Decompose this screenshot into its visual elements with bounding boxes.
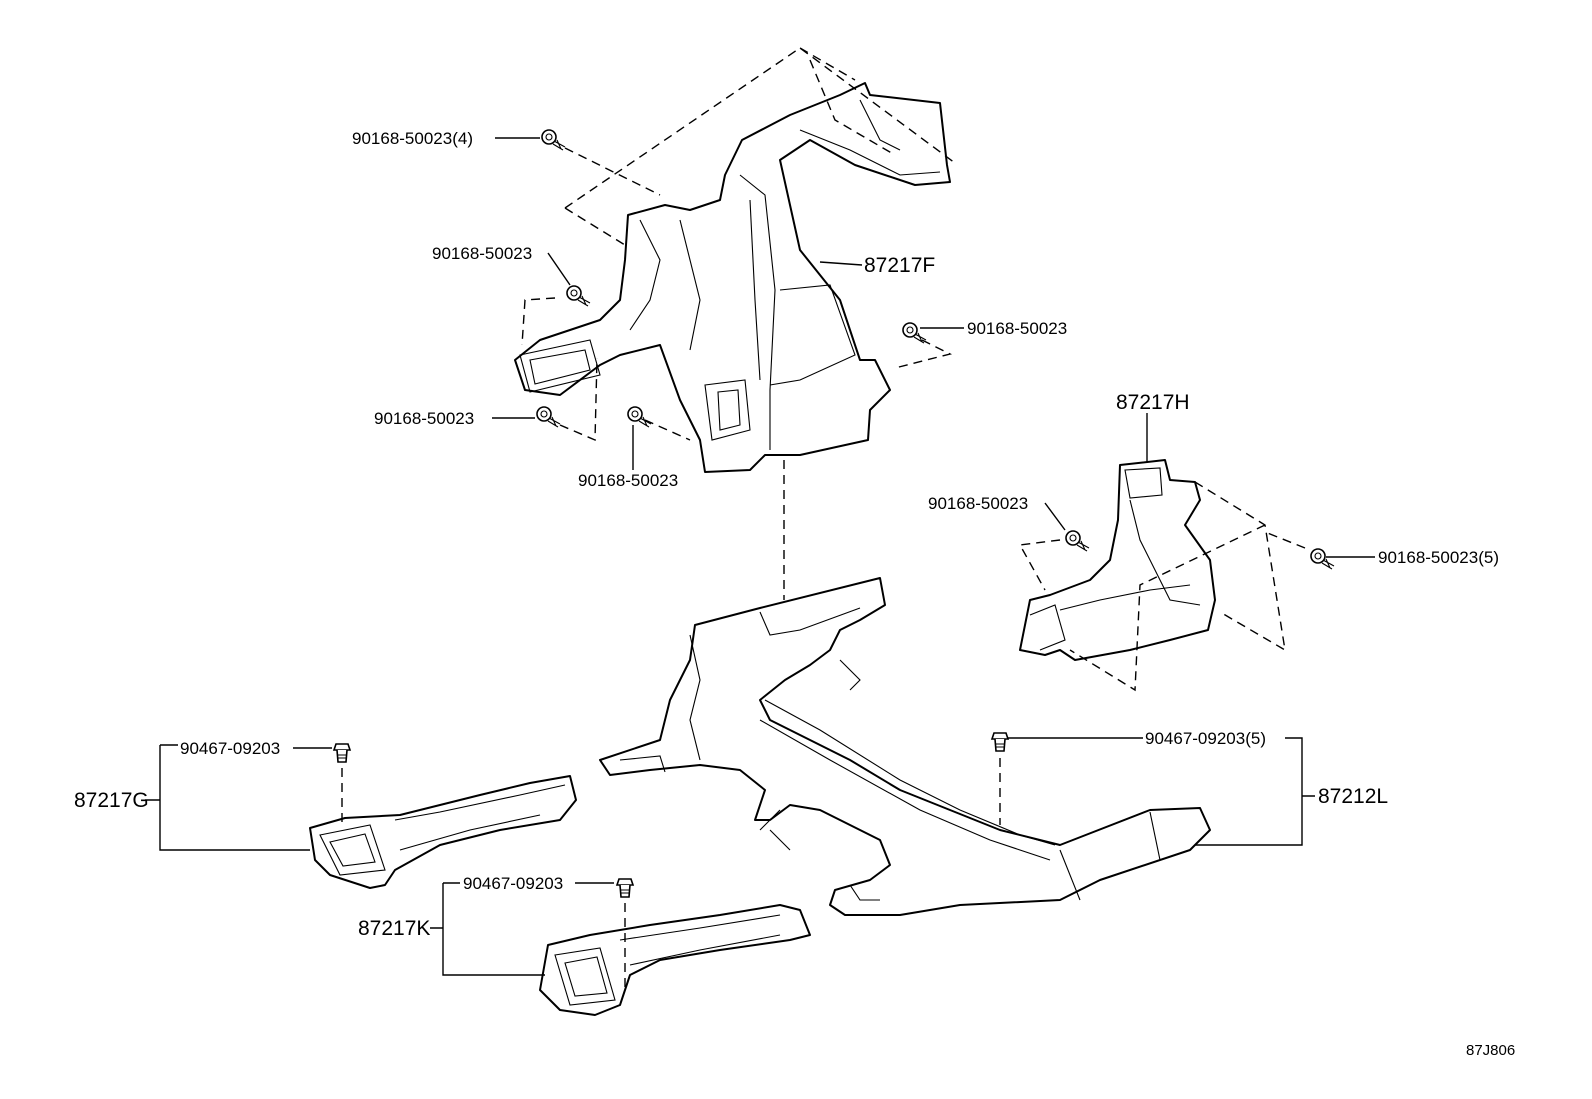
screw-icon [627,406,652,428]
left-duct-87217G [309,775,577,889]
label-screw-bottom: 90168-50023 [578,471,678,490]
label-screw-h-left: 90168-50023 [928,494,1028,513]
clip-icon [991,732,1009,752]
upper-duct-87217F [514,82,951,473]
main-duct-87212L [599,577,1211,916]
diagram-id: 87J806 [1466,1042,1515,1059]
screw-icon [541,129,566,151]
screw-icon [1310,548,1335,570]
right-duct-87217H [1019,459,1216,661]
label-screw-top: 90168-50023(4) [352,129,473,148]
left-duct-87217K [539,904,811,1016]
assembly-lines [341,47,1306,990]
screw-icon [566,285,591,307]
label-left-duct-g: 87217G [74,789,149,812]
label-screw-left-lower: 90168-50023 [374,409,474,428]
label-right-duct: 87217H [1116,391,1190,414]
screw-icon [536,406,561,428]
label-upper-duct: 87217F [864,254,935,277]
label-screw-right: 90168-50023 [967,319,1067,338]
label-left-duct-k: 87217K [358,917,430,940]
label-clip-g: 90467-09203 [180,739,280,758]
clip-icon [333,743,351,763]
label-screw-h-right: 90168-50023(5) [1378,548,1499,567]
screw-icon [1065,530,1090,552]
leader-lines [145,137,1375,976]
label-clip-main: 90467-09203(5) [1145,729,1266,748]
clip-icon [616,878,634,898]
label-clip-k: 90467-09203 [463,874,563,893]
label-main-duct: 87212L [1318,785,1388,808]
label-screw-left-upper: 90168-50023 [432,244,532,263]
